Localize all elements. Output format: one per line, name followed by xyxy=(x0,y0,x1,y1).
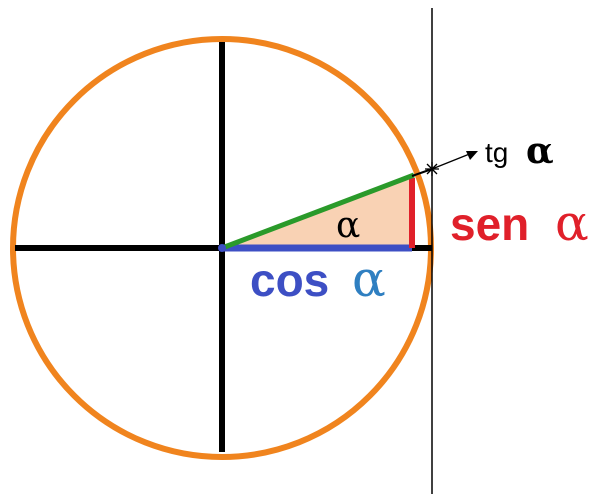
cos-alpha-label: α xyxy=(352,250,386,308)
origin-point xyxy=(218,244,226,252)
tg-arrow-line xyxy=(431,152,473,170)
cos-label: cos xyxy=(250,254,329,306)
radius-extension xyxy=(411,168,433,177)
tg-arrow-head-icon xyxy=(466,151,478,160)
sen-label: sen xyxy=(450,198,529,250)
radius-line xyxy=(221,172,415,251)
angle-alpha-label: α xyxy=(336,205,360,246)
tg-label: tg xyxy=(485,137,508,168)
tg-alpha-label: α xyxy=(526,130,554,172)
sen-alpha-label: α xyxy=(555,194,589,252)
